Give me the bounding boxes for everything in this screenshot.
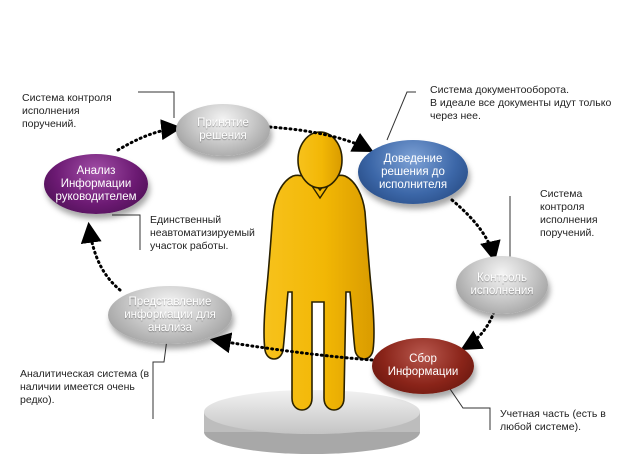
note-line: исполнения: [22, 105, 80, 117]
note-collection: Учетная часть (есть в любой системе).: [500, 408, 606, 434]
node-presentation: Представление информации для анализа: [108, 286, 232, 344]
person-figure-icon: [263, 131, 375, 411]
node-presentation-label: Представление информации для анализа: [124, 295, 216, 334]
note-line: Учетная часть (есть в: [500, 408, 606, 420]
node-analysis-label: Анализ Информации руководителем: [55, 164, 137, 203]
node-decision-label: Принятие решения: [197, 117, 249, 142]
note-line: участок работы.: [150, 240, 229, 252]
node-collection-label: Сбор Информации: [387, 353, 459, 378]
note-line: контроля: [540, 201, 585, 213]
note-presentation: Аналитическая система (в наличии имеется…: [20, 368, 149, 407]
note-line: любой системе).: [500, 421, 582, 433]
node-control-label: Контроль исполнения: [470, 272, 534, 297]
note-line: Единственный: [150, 214, 222, 226]
note-line: через нее.: [430, 110, 481, 122]
note-delivery: Система документооборота. В идеале все д…: [430, 84, 611, 123]
note-analysis: Единственный неавтоматизируемый участок …: [150, 214, 255, 253]
cycle-connectors: [80, 119, 501, 362]
node-delivery-label: Доведение решения до исполнителя: [378, 152, 448, 191]
note-line: наличии имеется очень: [20, 381, 135, 393]
note-line: исполнения: [540, 214, 598, 226]
note-line: Система контроля: [22, 92, 112, 104]
node-analysis: Анализ Информации руководителем: [44, 154, 148, 214]
pedestal: [204, 390, 420, 454]
note-line: неавтоматизируемый: [150, 227, 255, 239]
note-line: В идеале все документы идут только: [430, 97, 612, 109]
note-line: редко).: [20, 394, 55, 406]
node-collection: Сбор Информации: [372, 338, 474, 394]
note-control: Система контроля исполнения поручений.: [540, 188, 598, 240]
node-delivery: Доведение решения до исполнителя: [358, 140, 468, 204]
note-decision: Система контроля исполнения поручений.: [22, 92, 112, 131]
node-control: Контроль исполнения: [456, 256, 548, 314]
node-decision: Принятие решения: [176, 104, 270, 156]
note-line: поручений.: [22, 118, 77, 130]
note-line: поручений.: [540, 227, 595, 239]
note-line: Система: [540, 188, 583, 200]
note-line: Система документооборота.: [430, 84, 569, 96]
note-line: Аналитическая система (в: [20, 368, 150, 380]
